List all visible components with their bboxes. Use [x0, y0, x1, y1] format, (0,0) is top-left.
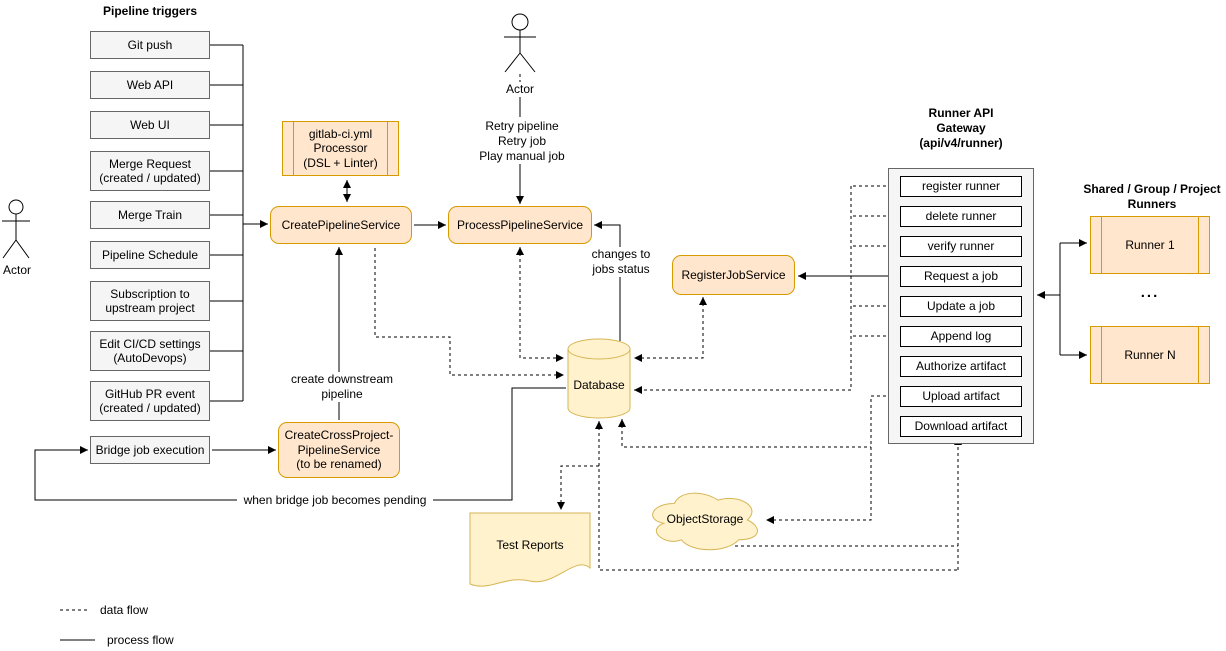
- runners-group-title: Shared / Group / Project Runners: [1083, 182, 1221, 211]
- trigger-pipeline-schedule: Pipeline Schedule: [90, 241, 210, 269]
- edge-processpipeline-db: [516, 247, 564, 362]
- actor-top-figure: [504, 13, 536, 73]
- edge-db-to-testreports: [557, 465, 599, 510]
- trigger-web-api: Web API: [90, 71, 210, 99]
- shapes-layer: [2, 13, 758, 587]
- legend-data-flow-label: data flow: [100, 603, 149, 617]
- trigger-merge-train: Merge Train: [90, 201, 210, 229]
- edge-artifactbus-to-db: [618, 419, 871, 448]
- trigger-edit-cicd-settings: Edit CI/CD settings (AutoDevops): [90, 331, 210, 371]
- endpoint-append-log: Append log: [900, 326, 1022, 347]
- actor-left-label: Actor: [2, 263, 31, 277]
- endpoint-download-artifact: Download artifact: [900, 416, 1022, 437]
- endpoint-update-a-job: Update a job: [900, 296, 1022, 317]
- endpoint-request-a-job: Request a job: [900, 266, 1022, 287]
- testreports-shape: [469, 512, 591, 587]
- create-pipeline-service-node: CreatePipelineService: [270, 206, 412, 244]
- edge-db-to-processpipeline: [594, 221, 621, 341]
- edge-registerjob-db: [634, 297, 707, 362]
- trigger-merge-request: Merge Request (created / updated): [90, 151, 210, 191]
- trigger-github-pr-event: GitHub PR event (created / updated): [90, 381, 210, 421]
- trigger-git-push: Git push: [90, 31, 210, 59]
- actor-top-label: Actor: [505, 82, 534, 96]
- register-job-service-node: RegisterJobService: [672, 255, 795, 295]
- endpoint-verify-runner: verify runner: [900, 236, 1022, 257]
- objectstorage-label: ObjectStorage: [666, 512, 744, 526]
- pipeline-triggers-title: Pipeline triggers: [102, 4, 198, 18]
- endpoint-register-runner: register runner: [900, 176, 1022, 197]
- testreports-label: Test Reports: [496, 538, 564, 552]
- endpoint-upload-artifact: Upload artifact: [900, 386, 1022, 407]
- create-cross-project-pipeline-service-node: CreateCrossProject- PipelineService (to …: [278, 422, 400, 478]
- edge-trigger-stubs: [210, 44, 243, 402]
- edge-download-to-db: [595, 421, 958, 571]
- runner-api-gateway-title: Runner API Gateway (api/v4/runner): [919, 106, 1003, 150]
- actor-top-actions-label: Retry pipeline Retry job Play manual job: [455, 119, 589, 164]
- database-label: Database: [573, 378, 625, 392]
- actor-left-figure: [2, 199, 30, 259]
- edge-upload-to-objectstorage: [766, 395, 898, 524]
- create-downstream-pipeline-label: create downstream pipeline: [280, 372, 404, 402]
- runner-1-node: Runner 1: [1090, 216, 1210, 274]
- changes-to-jobs-status-label: changes to jobs status: [580, 247, 662, 277]
- trigger-web-ui: Web UI: [90, 111, 210, 139]
- objectstorage-shape: [652, 492, 758, 551]
- data-flow-edges: [60, 74, 962, 611]
- legend-process-flow-label: process flow: [107, 633, 174, 647]
- edge-createpipeline-to-db: [374, 248, 564, 379]
- when-bridge-job-pending-label: when bridge job becomes pending: [237, 493, 433, 508]
- trigger-subscription-upstream: Subscription to upstream project: [90, 281, 210, 321]
- runners-ellipsis: ...: [1140, 284, 1160, 301]
- gitlab-ci-yml-processor-node: gitlab-ci.yml Processor (DSL + Linter): [282, 121, 399, 176]
- database-shape: [567, 338, 631, 419]
- trigger-bridge-job-execution: Bridge job execution: [90, 436, 210, 464]
- endpoint-delete-runner: delete runner: [900, 206, 1022, 227]
- runner-n-node: Runner N: [1090, 326, 1210, 384]
- process-pipeline-service-node: ProcessPipelineService: [448, 206, 592, 244]
- endpoint-authorize-artifact: Authorize artifact: [900, 356, 1022, 377]
